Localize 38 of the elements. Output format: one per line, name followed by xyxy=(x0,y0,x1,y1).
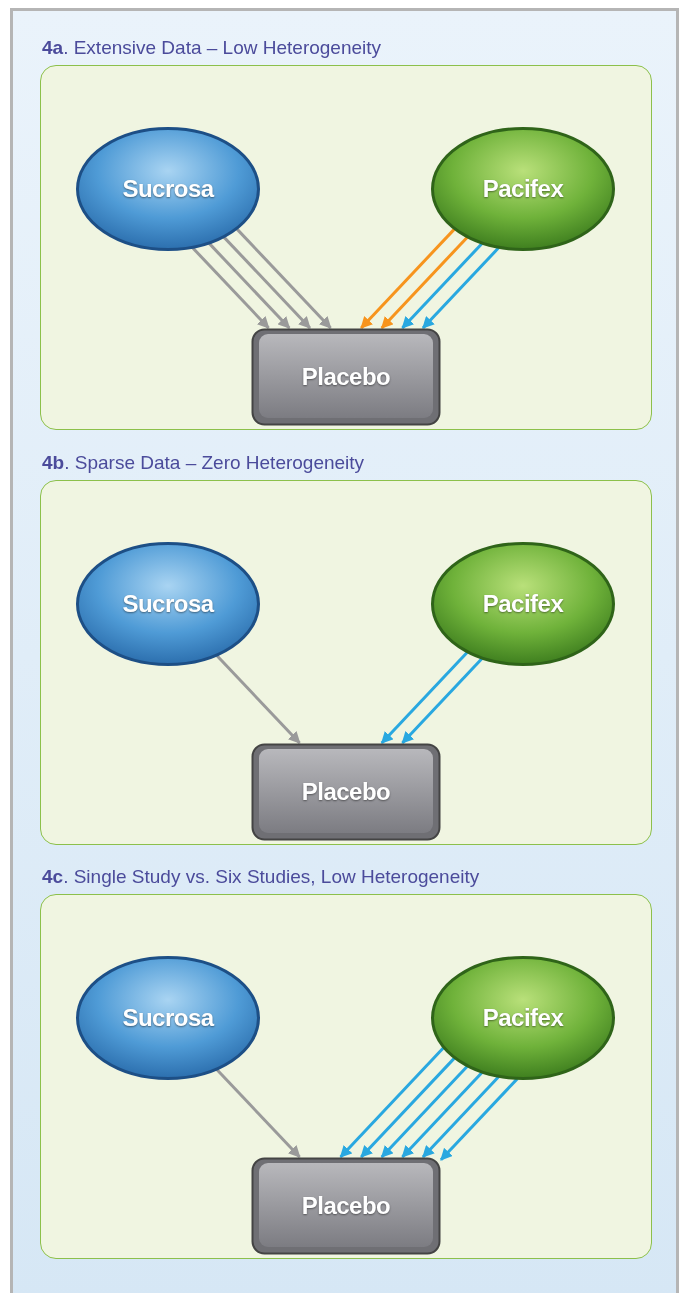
node-label: Pacifex xyxy=(482,1004,564,1032)
node-label: Pacifex xyxy=(482,175,564,203)
node-label: Sucrosa xyxy=(122,1004,214,1032)
arrow xyxy=(421,1075,500,1159)
arrow xyxy=(401,1071,484,1159)
panel-heading: 4a. Extensive Data – Low Heterogeneity xyxy=(42,37,382,59)
arrow xyxy=(401,657,484,745)
arrow xyxy=(222,236,311,330)
arrow xyxy=(380,651,469,745)
node-label: Placebo xyxy=(301,1192,391,1220)
placebo-box xyxy=(251,743,441,841)
drug-ellipse xyxy=(76,542,260,666)
arrow xyxy=(235,227,332,330)
arrow xyxy=(208,242,291,330)
arrow xyxy=(191,246,270,330)
arrow xyxy=(215,1068,301,1159)
placebo-box xyxy=(251,1157,441,1255)
node-label: Placebo xyxy=(301,778,391,806)
arrow xyxy=(380,236,469,330)
drug-ellipse xyxy=(76,127,260,251)
arrow xyxy=(360,1057,456,1159)
drug-ellipse xyxy=(431,542,615,666)
placebo-box xyxy=(251,328,441,426)
node-label: Placebo xyxy=(301,363,391,391)
arrow xyxy=(339,1046,445,1159)
node-label: Pacifex xyxy=(482,590,564,618)
arrow xyxy=(421,246,500,330)
drug-ellipse xyxy=(431,956,615,1080)
arrow xyxy=(360,228,456,330)
arrow xyxy=(215,654,301,745)
node-label: Sucrosa xyxy=(122,175,214,203)
panel-heading: 4b. Sparse Data – Zero Heterogeneity xyxy=(42,452,365,474)
drug-ellipse xyxy=(431,127,615,251)
arrow xyxy=(401,242,484,330)
arrow xyxy=(380,1065,469,1159)
drug-ellipse xyxy=(76,956,260,1080)
panel-heading: 4c. Single Study vs. Six Studies, Low Heterogeneity xyxy=(42,866,480,888)
node-label: Sucrosa xyxy=(122,590,214,618)
